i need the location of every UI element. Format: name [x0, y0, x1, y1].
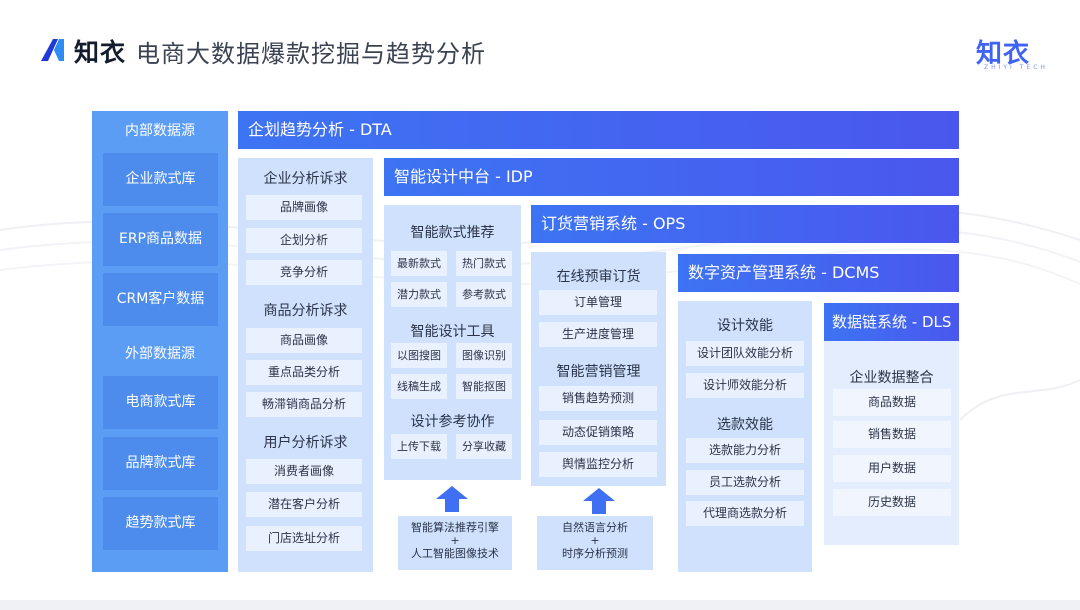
- dcms-item: 代理商选款分析: [686, 501, 804, 526]
- ops-item: 销售趋势预测: [539, 386, 657, 411]
- dcms-item: 设计团队效能分析: [686, 341, 804, 366]
- analysis-item: 竞争分析: [246, 260, 362, 285]
- ops-item: 动态促销策略: [539, 420, 657, 445]
- analysis-item: 畅滞销商品分析: [246, 392, 362, 417]
- dls-item: 销售数据: [833, 421, 951, 448]
- tech-plus: +: [450, 534, 460, 547]
- group-title: 用户分析诉求: [263, 435, 348, 451]
- analysis-item: 商品画像: [246, 328, 362, 353]
- banner-ops: 订货营销系统 - OPS: [531, 205, 959, 243]
- up-arrow-icon: [436, 486, 468, 512]
- analysis-item: 消费者画像: [246, 459, 362, 484]
- group-title: 企业数据整合: [849, 370, 934, 386]
- ops-tech-box: 自然语言分析 + 时序分析预测: [537, 516, 653, 570]
- source-item: 品牌款式库: [103, 437, 218, 490]
- dls-item: 用户数据: [833, 455, 951, 482]
- tech-line: 自然语言分析: [562, 521, 628, 534]
- design-item: 参考款式: [456, 282, 512, 307]
- source-item: 电商款式库: [103, 376, 218, 429]
- ops-item: 生产进度管理: [539, 322, 657, 347]
- page-title: 电商大数据爆款挖掘与趋势分析: [136, 40, 486, 68]
- design-item: 以图搜图: [391, 343, 447, 368]
- brand-logo-right-sub: ZHIYI TECH: [984, 64, 1048, 71]
- source-item: CRM客户数据: [103, 273, 218, 326]
- banner-dls: 数据链系统 - DLS: [824, 303, 959, 341]
- idp-tech-box: 智能算法推荐引擎 + 人工智能图像技术: [398, 516, 512, 570]
- group-title: 智能款式推荐: [410, 225, 495, 241]
- analysis-item: 企划分析: [246, 228, 362, 253]
- tech-line: 人工智能图像技术: [411, 547, 499, 560]
- design-item: 上传下载: [391, 434, 447, 459]
- group-title: 商品分析诉求: [263, 303, 348, 319]
- group-title: 智能营销管理: [556, 364, 641, 380]
- group-title: 企业分析诉求: [263, 171, 348, 187]
- group-title: 设计参考协作: [410, 414, 495, 430]
- external-source-title: 外部数据源: [125, 346, 195, 362]
- banner-idp: 智能设计中台 - IDP: [384, 158, 959, 196]
- ops-item: 订单管理: [539, 290, 657, 315]
- design-item: 智能抠图: [456, 374, 512, 399]
- bottom-bar: [0, 600, 1080, 610]
- brand-logo-right: 知衣: [976, 39, 1031, 69]
- group-title: 选款效能: [717, 417, 773, 433]
- dls-item: 商品数据: [833, 389, 951, 416]
- design-item: 分享收藏: [456, 434, 512, 459]
- dls-item: 历史数据: [833, 489, 951, 516]
- design-item: 热门款式: [456, 251, 512, 276]
- banner-dta: 企划趋势分析 - DTA: [238, 111, 959, 149]
- internal-source-title: 内部数据源: [125, 123, 195, 139]
- banner-dcms: 数字资产管理系统 - DCMS: [678, 254, 959, 292]
- ops-item: 舆情监控分析: [539, 452, 657, 477]
- brand-logo-icon: [41, 39, 64, 61]
- tech-plus: +: [590, 534, 600, 547]
- design-item: 最新款式: [391, 251, 447, 276]
- group-title: 设计效能: [717, 318, 773, 334]
- tech-line: 智能算法推荐引擎: [411, 521, 499, 534]
- design-item: 图像识别: [456, 343, 512, 368]
- dcms-item: 选款能力分析: [686, 438, 804, 463]
- source-item: 趋势款式库: [103, 497, 218, 550]
- analysis-item: 门店选址分析: [246, 526, 362, 551]
- dcms-item: 员工选款分析: [686, 470, 804, 495]
- source-item: 企业款式库: [103, 153, 218, 206]
- design-item: 线稿生成: [391, 374, 447, 399]
- analysis-item: 品牌画像: [246, 195, 362, 220]
- analysis-item: 重点品类分析: [246, 360, 362, 385]
- up-arrow-icon: [583, 488, 615, 514]
- group-title: 在线预审订货: [556, 269, 641, 285]
- dcms-item: 设计师效能分析: [686, 373, 804, 398]
- brand-logo-text: 知衣: [74, 38, 127, 67]
- source-item: ERP商品数据: [103, 213, 218, 266]
- group-title: 智能设计工具: [410, 324, 495, 340]
- design-item: 潜力款式: [391, 282, 447, 307]
- analysis-item: 潜在客户分析: [246, 492, 362, 517]
- tech-line: 时序分析预测: [562, 547, 628, 560]
